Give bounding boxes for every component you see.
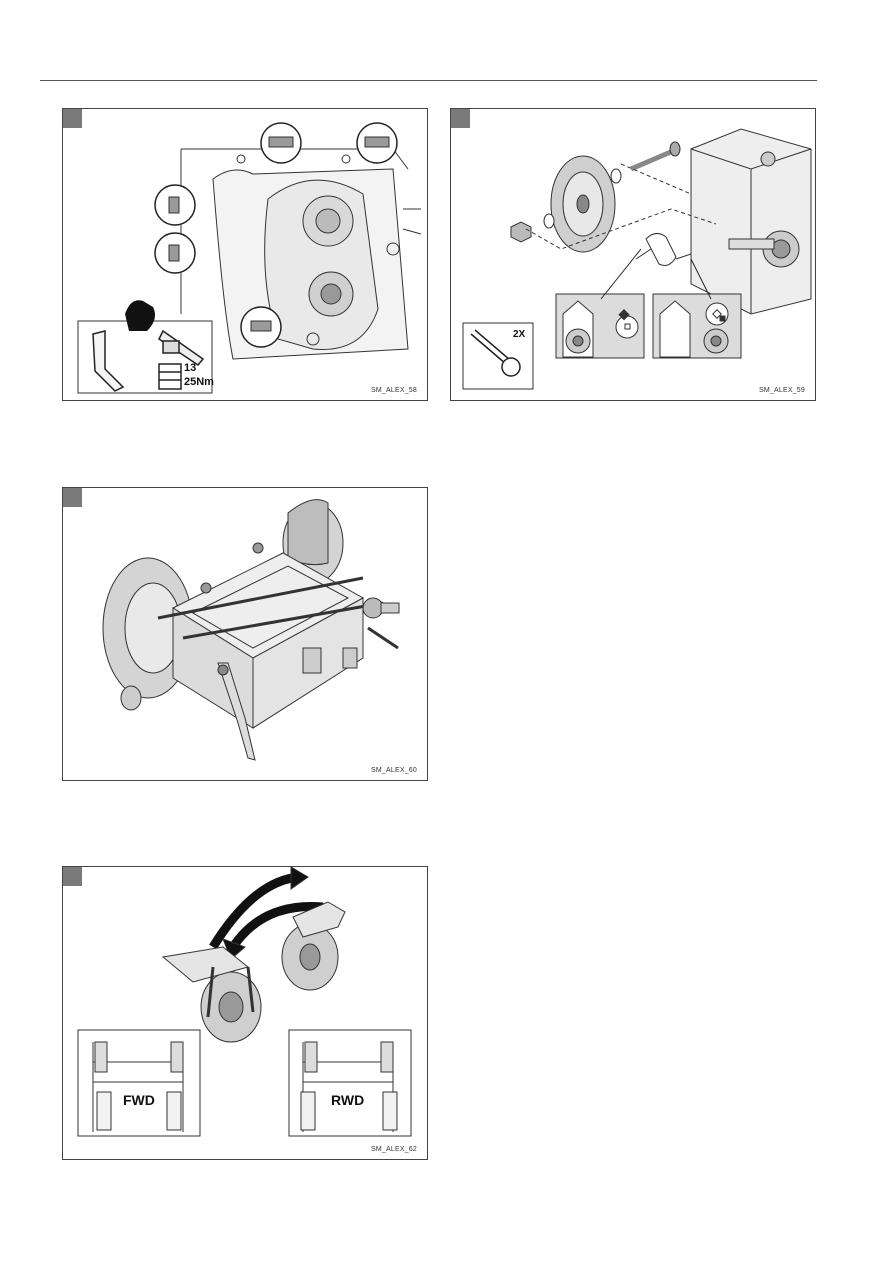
figure-sm-alex-60: SM_ALEX_60 <box>62 487 428 781</box>
figure-sm-alex-62: FWD RWD SM_ALEX_62 <box>62 866 428 1160</box>
figure-tab <box>63 109 82 128</box>
figure-code: SM_ALEX_60 <box>371 767 417 774</box>
caster-orientation-illustration: FWD RWD <box>77 867 412 1137</box>
fwd-label: FWD <box>123 1092 155 1108</box>
torque-value-label: 25Nm <box>184 376 214 388</box>
figure-sm-alex-59: 2X SM_ALEX_59 <box>450 108 816 401</box>
gearbox-illustration: 13 25Nm <box>77 122 422 394</box>
figure-sm-alex-58: 13 25Nm SM_ALEX_58 <box>62 108 428 401</box>
header-rule <box>40 80 817 81</box>
figure-tab <box>451 109 470 128</box>
quantity-label: 2X <box>513 329 526 340</box>
wheel-assembly-illustration: 2X <box>462 128 812 390</box>
socket-size-label: 13 <box>184 362 196 374</box>
figure-code: SM_ALEX_62 <box>371 1146 417 1153</box>
chassis-illustration <box>102 499 400 761</box>
rwd-label: RWD <box>331 1092 364 1108</box>
figure-code: SM_ALEX_59 <box>759 387 805 394</box>
figure-tab <box>63 488 82 507</box>
figure-code: SM_ALEX_58 <box>371 387 417 394</box>
figure-tab <box>63 867 82 886</box>
